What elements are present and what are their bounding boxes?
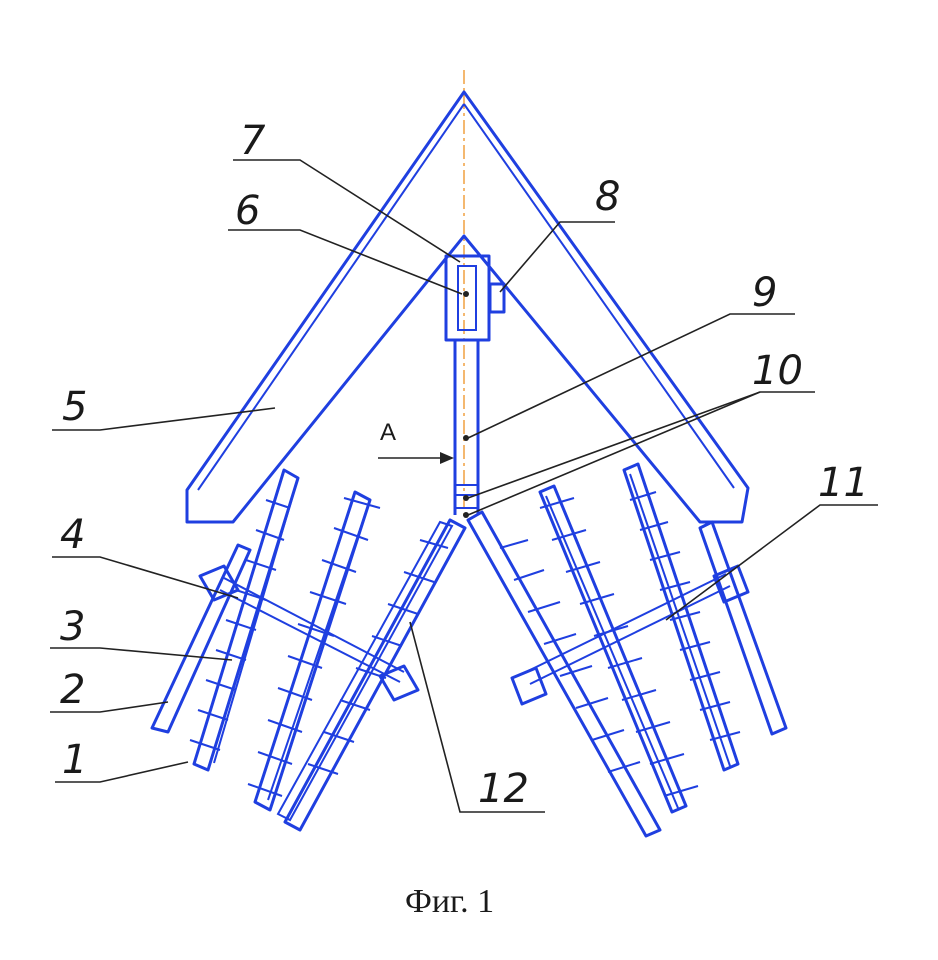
callout-3: 3 <box>60 604 85 650</box>
callout-7: 7 <box>240 118 266 164</box>
right-teeth <box>499 491 741 797</box>
callout-10: 10 <box>752 348 803 394</box>
callout-4: 4 <box>60 512 85 558</box>
chevron-frame <box>185 90 750 524</box>
figure-caption: Фиг. 1 <box>405 883 494 920</box>
leader-lines <box>50 159 878 813</box>
callout-8: 8 <box>595 174 620 220</box>
right-cross-axle <box>510 564 750 706</box>
callout-labels: 7 6 8 9 10 5 4 3 2 1 11 12 <box>60 118 869 812</box>
left-cross-axle <box>198 564 420 702</box>
central-beam <box>444 254 506 518</box>
view-arrow-a: A <box>378 419 454 464</box>
right-harrow-gang <box>466 462 788 838</box>
view-label-a: A <box>380 419 396 446</box>
callout-2: 2 <box>60 667 85 713</box>
callout-5: 5 <box>62 384 87 430</box>
callout-1: 1 <box>62 737 87 783</box>
callout-11: 11 <box>818 460 869 506</box>
callout-12: 12 <box>478 766 529 812</box>
left-harrow-gang <box>150 468 467 832</box>
callout-6: 6 <box>235 188 260 234</box>
callout-9: 9 <box>752 270 777 316</box>
